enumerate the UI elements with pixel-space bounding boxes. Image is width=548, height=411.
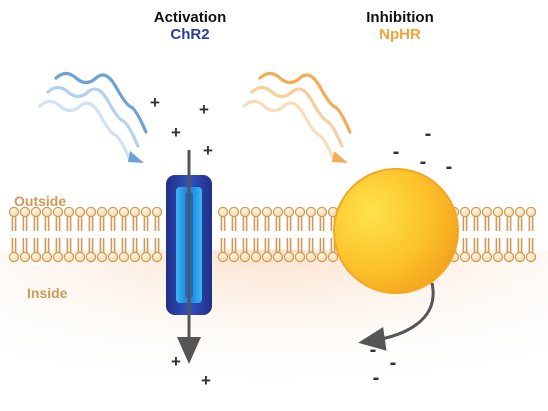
lipid-molecule [327,206,339,263]
lipid-molecule [470,206,482,263]
lipid-molecule [261,206,273,263]
lipid-molecule [316,206,328,263]
cation-inside: + [171,352,181,371]
chloride-outside: - [420,151,427,173]
lipid-molecule [96,206,108,263]
chloride-outside: - [425,123,432,145]
lipid-molecule [250,206,262,263]
lipid-molecule [459,206,471,263]
lipid-molecule [503,206,515,263]
lipid-molecule [239,206,251,263]
cation-outside: + [199,100,209,119]
lipid-molecule [19,206,31,263]
cation-outside: + [150,93,160,112]
lipid-molecule [118,206,130,263]
lipid-molecule [217,206,229,263]
cation-outside: + [203,141,213,160]
lipid-molecule [228,206,240,263]
inside-label: Inside [27,285,68,301]
blue-light-waves [38,71,148,163]
lipid-molecule [129,206,141,263]
lipid-molecule [41,206,53,263]
activation-heading: Activation ChR2 [140,9,240,43]
lipid-molecule [63,206,75,263]
inhibition-heading: Inhibition NpHR [345,9,455,43]
lipid-molecule [30,206,42,263]
cytoplasm-region [0,250,548,411]
chloride-outside: - [393,141,400,163]
chloride-inside: - [370,339,377,361]
activation-title: Activation [153,9,227,26]
lipid-molecule [305,206,317,263]
lipid-molecule [525,206,537,263]
lipid-molecule [514,206,526,263]
chloride-inside: - [390,352,397,374]
lipid-molecule [151,206,163,263]
lipid-molecule [492,206,504,263]
chloride-influx-arrow [358,282,435,351]
lipid-molecule [140,206,152,263]
nphr-pump [333,168,459,294]
lipid-molecule [272,206,284,263]
cation-inside: + [201,371,211,390]
chloride-outside: - [446,156,453,178]
lipid-molecule [107,206,119,263]
lipid-molecule [294,206,306,263]
chloride-inside: - [373,367,380,389]
orange-light-waves [242,71,352,163]
lipid-molecule [8,206,20,263]
lipid-molecule [74,206,86,263]
inhibition-title: Inhibition [366,9,434,26]
nphr-label: NpHR [379,26,421,43]
lipid-molecule [52,206,64,263]
lipid-molecule [481,206,493,263]
lipid-molecule [283,206,295,263]
outside-label: Outside [14,193,67,209]
cation-outside: + [171,123,181,142]
chr2-label: ChR2 [170,26,210,43]
ions: + + + + + + - - - - - - - [150,93,452,390]
lipid-molecule [85,206,97,263]
